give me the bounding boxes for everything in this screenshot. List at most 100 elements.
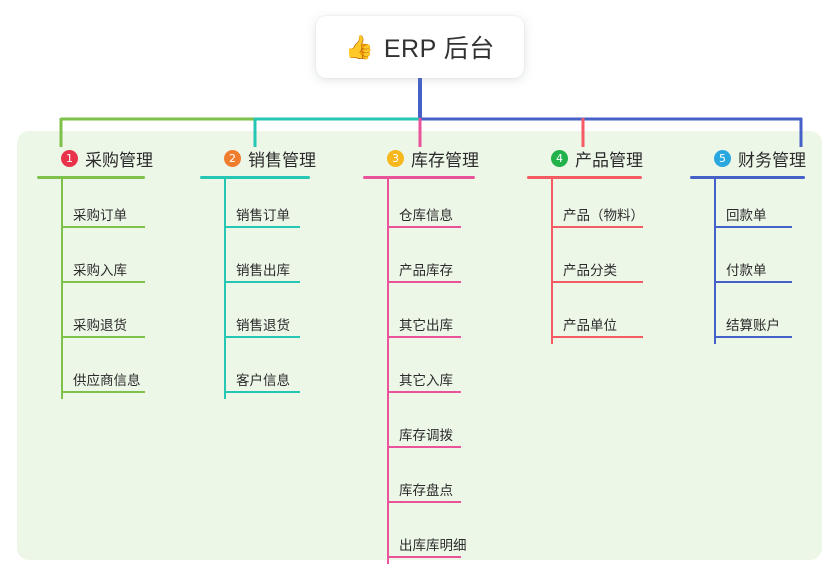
branch-title: 销售管理 — [248, 151, 316, 170]
leaf-underline — [387, 336, 461, 338]
branch-title: 财务管理 — [738, 151, 806, 170]
branch-number-badge: 1 — [61, 150, 78, 167]
leaf-node[interactable]: 销售出库 — [200, 234, 310, 289]
branch-item-list: 产品（物料） 产品分类产品单位 — [527, 179, 644, 344]
leaf-underline — [61, 226, 145, 228]
leaf-label: 销售订单 — [236, 208, 290, 223]
branch-column-2[interactable]: 2 销售管理销售订单销售出库销售退货客户信息 — [200, 146, 316, 399]
leaf-label: 采购入库 — [73, 263, 127, 278]
leaf-underline — [224, 226, 300, 228]
leaf-underline — [714, 336, 792, 338]
leaf-label: 客户信息 — [236, 373, 290, 388]
leaf-label: 供应商信息 — [73, 373, 141, 388]
root-title: ERP 后台 — [383, 35, 495, 63]
leaf-node[interactable]: 出库库明细 — [363, 509, 475, 564]
leaf-underline — [714, 226, 792, 228]
branch-item-list: 回款单付款单结算账户 — [690, 179, 805, 344]
branch-item-list: 仓库信息产品库存其它出库其它入库库存调拨库存盘点出库库明细 — [363, 179, 475, 564]
branch-column-5[interactable]: 5 财务管理回款单付款单结算账户 — [690, 146, 806, 344]
branch-item-list: 销售订单销售出库销售退货客户信息 — [200, 179, 310, 399]
leaf-label: 产品库存 — [399, 263, 453, 278]
leaf-underline — [387, 446, 461, 448]
branch-number-badge: 3 — [387, 150, 404, 167]
diagram-panel — [17, 131, 822, 560]
leaf-underline — [61, 336, 145, 338]
branch-underline — [690, 176, 805, 179]
branch-header-3[interactable]: 3 库存管理 — [363, 146, 479, 171]
leaf-node[interactable]: 销售订单 — [200, 179, 310, 234]
leaf-node[interactable]: 产品单位 — [527, 289, 643, 344]
leaf-label: 库存盘点 — [399, 483, 453, 498]
branch-underline — [527, 176, 642, 179]
leaf-node[interactable]: 仓库信息 — [363, 179, 475, 234]
branch-spine — [714, 179, 716, 344]
leaf-node[interactable]: 其它入库 — [363, 344, 475, 399]
leaf-underline — [551, 281, 643, 283]
leaf-label: 结算账户 — [726, 318, 780, 333]
branch-column-1[interactable]: 1 采购管理采购订单采购入库采购退货供应商信息 — [37, 146, 153, 399]
leaf-label: 销售出库 — [236, 263, 290, 278]
leaf-underline — [61, 391, 145, 393]
branch-column-4[interactable]: 4 产品管理产品（物料） 产品分类产品单位 — [527, 146, 644, 344]
branch-title: 采购管理 — [85, 151, 153, 170]
leaf-label: 采购订单 — [73, 208, 127, 223]
leaf-underline — [387, 281, 461, 283]
leaf-label: 产品（物料） — [563, 208, 644, 223]
leaf-node[interactable]: 库存调拨 — [363, 399, 475, 454]
branch-number-badge: 4 — [551, 150, 568, 167]
branch-title: 库存管理 — [411, 151, 479, 170]
leaf-node[interactable]: 付款单 — [690, 234, 805, 289]
branch-underline — [200, 176, 310, 179]
leaf-underline — [387, 226, 461, 228]
leaf-node[interactable]: 销售退货 — [200, 289, 310, 344]
branch-title: 产品管理 — [575, 151, 643, 170]
leaf-label: 销售退货 — [236, 318, 290, 333]
leaf-node[interactable]: 结算账户 — [690, 289, 805, 344]
leaf-underline — [224, 391, 300, 393]
branch-header-2[interactable]: 2 销售管理 — [200, 146, 316, 171]
leaf-node[interactable]: 供应商信息 — [37, 344, 147, 399]
branch-column-3[interactable]: 3 库存管理仓库信息产品库存其它出库其它入库库存调拨库存盘点出库库明细 — [363, 146, 479, 564]
leaf-node[interactable]: 产品库存 — [363, 234, 475, 289]
leaf-underline — [224, 281, 300, 283]
leaf-label: 出库库明细 — [399, 538, 467, 553]
leaf-underline — [387, 556, 461, 558]
leaf-label: 仓库信息 — [399, 208, 453, 223]
branch-spine — [387, 179, 389, 564]
leaf-label: 其它出库 — [399, 318, 453, 333]
leaf-node[interactable]: 采购入库 — [37, 234, 147, 289]
branch-underline — [37, 176, 145, 179]
branch-header-5[interactable]: 5 财务管理 — [690, 146, 806, 171]
branch-underline — [363, 176, 475, 179]
leaf-underline — [224, 336, 300, 338]
leaf-label: 采购退货 — [73, 318, 127, 333]
leaf-label: 产品分类 — [563, 263, 617, 278]
leaf-underline — [387, 391, 461, 393]
leaf-node[interactable]: 回款单 — [690, 179, 805, 234]
leaf-node[interactable]: 其它出库 — [363, 289, 475, 344]
leaf-underline — [61, 281, 145, 283]
leaf-node[interactable]: 产品（物料） — [527, 179, 644, 234]
leaf-label: 产品单位 — [563, 318, 617, 333]
branch-spine — [224, 179, 226, 399]
leaf-node[interactable]: 客户信息 — [200, 344, 310, 399]
leaf-node[interactable]: 采购订单 — [37, 179, 147, 234]
thumbs-up-icon: 👍 — [345, 33, 374, 60]
branch-header-4[interactable]: 4 产品管理 — [527, 146, 643, 171]
branch-number-badge: 5 — [714, 150, 731, 167]
branch-spine — [551, 179, 553, 344]
leaf-node[interactable]: 产品分类 — [527, 234, 643, 289]
branch-number-badge: 2 — [224, 150, 241, 167]
leaf-label: 库存调拨 — [399, 428, 453, 443]
leaf-label: 回款单 — [726, 208, 767, 223]
branch-header-1[interactable]: 1 采购管理 — [37, 146, 153, 171]
branch-spine — [61, 179, 63, 399]
leaf-underline — [551, 226, 643, 228]
leaf-node[interactable]: 采购退货 — [37, 289, 147, 344]
root-node[interactable]: 👍 ERP 后台 — [316, 16, 524, 78]
branch-item-list: 采购订单采购入库采购退货供应商信息 — [37, 179, 147, 399]
leaf-label: 付款单 — [726, 263, 767, 278]
leaf-underline — [387, 501, 461, 503]
leaf-node[interactable]: 库存盘点 — [363, 454, 475, 509]
